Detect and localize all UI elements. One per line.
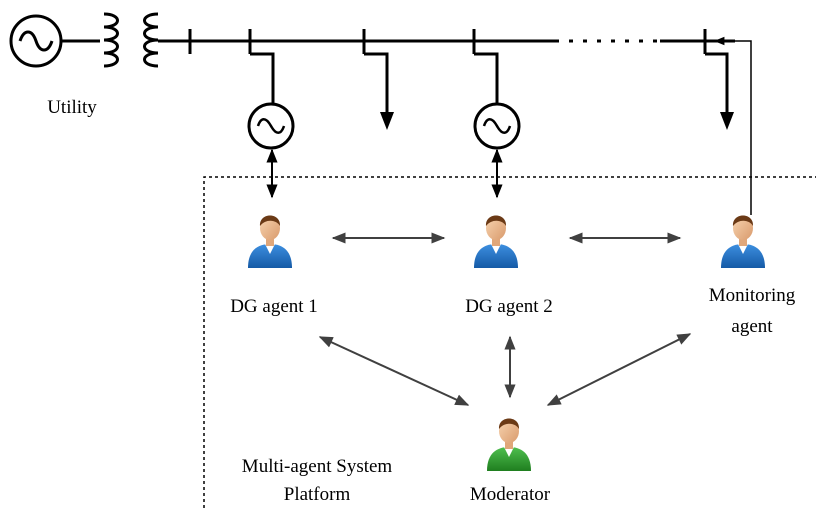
dg-agent-1-label: DG agent 1 xyxy=(230,296,318,317)
feeder-switch-2 xyxy=(362,29,389,114)
link-dg1-moderator xyxy=(318,336,470,406)
moderator-icon xyxy=(487,418,531,471)
ac-source-icon xyxy=(9,14,63,68)
platform-label-line1: Multi-agent System xyxy=(242,456,393,477)
person-agent-icon xyxy=(474,215,518,268)
monitoring-agent-label-line2: agent xyxy=(731,316,773,337)
moderator-label: Moderator xyxy=(470,484,551,505)
generator-icon xyxy=(473,102,521,150)
link-monitoring-moderator xyxy=(546,333,692,406)
dg-agent-2-label: DG agent 2 xyxy=(465,296,553,317)
transformer-icon xyxy=(103,12,159,68)
load-arrow-icon xyxy=(380,112,394,130)
feeder-switch-3 xyxy=(472,29,499,103)
feeder-switch-1 xyxy=(248,29,275,103)
measurement-line xyxy=(713,36,752,215)
platform-label-line2: Platform xyxy=(284,484,351,505)
person-agent-icon xyxy=(248,215,292,268)
load-arrow-icon xyxy=(720,112,734,130)
feeder-switch-4 xyxy=(703,29,729,114)
platform-boundary xyxy=(203,176,816,508)
utility-label: Utility xyxy=(47,97,97,118)
monitoring-agent-label-line1: Monitoring xyxy=(709,285,796,306)
person-agent-icon xyxy=(721,215,765,268)
generator-icon xyxy=(247,102,295,150)
main-bus-line xyxy=(158,29,735,54)
